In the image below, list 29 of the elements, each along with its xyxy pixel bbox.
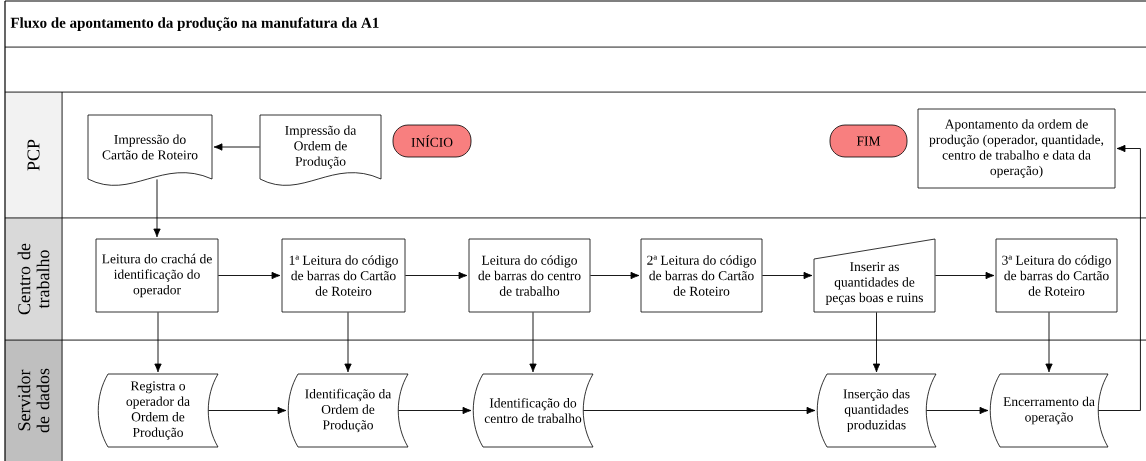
lane-header: PCP <box>5 92 62 218</box>
process-box: Leitura do código de barras do centro de trabalho <box>468 238 591 313</box>
terminator-pill: FIM <box>829 124 908 158</box>
arrow <box>217 271 281 280</box>
process-box: Apontamento da ordem de produção (operador, quantidade, centro de trabalho e data da operação) <box>917 108 1116 189</box>
terminator-pill: INÍCIO <box>392 124 472 158</box>
arrow <box>1045 311 1053 373</box>
arrow <box>154 311 162 373</box>
arrow <box>213 143 261 151</box>
arrow <box>925 406 989 415</box>
process-box: 1ª Leitura do código de barras do Cartão de Roteiro <box>281 238 406 313</box>
process-box: 3ª Leitura do código de barras do Cartão de Roteiro <box>995 238 1118 313</box>
process-box: Leitura do crachá de identificação do operador <box>95 238 219 313</box>
arrow <box>934 271 995 280</box>
arrow <box>404 271 468 280</box>
lane-header: Servidor de dados <box>5 340 62 461</box>
arrow <box>207 406 287 415</box>
arrow <box>153 178 161 238</box>
lane-header: Centro de trabalho <box>5 218 62 340</box>
arrow <box>589 271 640 280</box>
arrow <box>761 271 813 280</box>
arrow <box>529 311 537 373</box>
process-box: 2ª Leitura do código de barras do Cartão de Roteiro <box>640 238 763 313</box>
arrow <box>582 406 816 415</box>
arrow <box>397 406 472 415</box>
title: Fluxo de apontamento da produção na manufatura da A1 <box>10 17 379 31</box>
arrow <box>344 311 352 373</box>
arrow <box>1097 144 1141 411</box>
arrow <box>872 311 881 373</box>
